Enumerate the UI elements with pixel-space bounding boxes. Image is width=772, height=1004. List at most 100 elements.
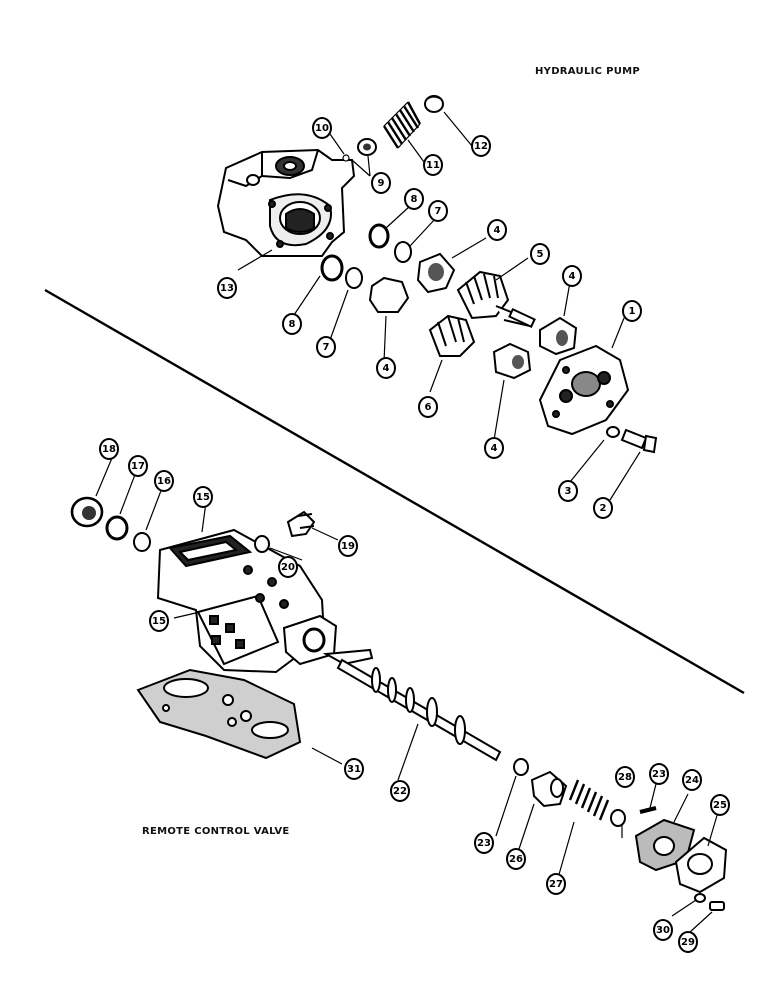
callout-circle — [506, 848, 526, 870]
callout-4: 4 — [487, 219, 507, 241]
callout-4: 4 — [562, 265, 582, 287]
callout-number: 10 — [315, 123, 329, 134]
callout-circle — [390, 780, 410, 802]
washer-cover — [694, 893, 706, 903]
callout-number: 8 — [289, 319, 296, 330]
leader-lines — [95, 111, 719, 933]
callout-number: 26 — [509, 854, 523, 865]
callout-20: 20 — [278, 556, 298, 578]
seal-ring-lower — [320, 254, 344, 282]
callout-number: 18 — [102, 444, 116, 455]
callout-number: 4 — [569, 271, 576, 282]
washer-spool — [513, 758, 529, 776]
callout-number: 24 — [685, 775, 699, 786]
ball — [342, 154, 350, 162]
callout-circle — [615, 766, 635, 788]
callout-number: 13 — [220, 283, 234, 294]
callout-circle — [376, 357, 396, 379]
callout-27: 27 — [546, 873, 566, 895]
callout-circle — [193, 486, 213, 508]
callout-circle — [649, 763, 669, 785]
callout-circle — [418, 396, 438, 418]
callout-circle — [312, 117, 332, 139]
title-hydraulic-pump: HYDRAULIC PUMP — [535, 66, 641, 77]
callout-1: 1 — [622, 300, 642, 322]
callout-circle — [217, 277, 237, 299]
callout-17: 17 — [128, 455, 148, 477]
callout-8: 8 — [404, 188, 424, 210]
bushing-valve — [530, 770, 568, 808]
callout-number: 22 — [393, 786, 407, 797]
callout-23: 23 — [649, 763, 669, 785]
callout-number: 15 — [152, 616, 166, 627]
callout-23: 23 — [474, 832, 494, 854]
fitting-washer — [254, 535, 270, 553]
callout-number: 8 — [411, 194, 418, 205]
callout-circle — [316, 336, 336, 358]
callout-25: 25 — [710, 794, 730, 816]
callout-22: 22 — [390, 780, 410, 802]
callout-number: 29 — [681, 937, 695, 948]
callout-9: 9 — [371, 172, 391, 194]
callout-circle — [562, 265, 582, 287]
callout-number: 5 — [537, 249, 544, 260]
callout-circle — [128, 455, 148, 477]
callout-circle — [154, 470, 174, 492]
callout-circle — [487, 219, 507, 241]
callout-circle — [338, 535, 358, 557]
callout-circle — [344, 758, 364, 780]
callout-7: 7 — [316, 336, 336, 358]
callout-number: 28 — [618, 772, 632, 783]
callout-number: 27 — [549, 879, 563, 890]
callout-19: 19 — [338, 535, 358, 557]
pin — [639, 806, 657, 814]
callout-number: 6 — [425, 402, 432, 413]
bolt-pump — [620, 428, 658, 454]
callout-30: 30 — [653, 919, 673, 941]
callout-15: 15 — [193, 486, 213, 508]
callout-number: 4 — [383, 363, 390, 374]
callout-number: 16 — [157, 476, 171, 487]
end-cover — [674, 836, 728, 894]
callout-circle — [622, 300, 642, 322]
title-remote-control-valve: REMOTE CONTROL VALVE — [142, 826, 290, 837]
bushing-left — [368, 276, 410, 313]
callout-circle — [678, 931, 698, 953]
valve-spring — [568, 779, 610, 821]
callout-26: 26 — [506, 848, 526, 870]
callout-circle — [653, 919, 673, 941]
callout-number: 7 — [323, 342, 330, 353]
washer-pump — [606, 426, 620, 438]
callout-10: 10 — [312, 117, 332, 139]
callout-circle — [404, 188, 424, 210]
callout-number: 19 — [341, 541, 355, 552]
callout-number: 7 — [435, 206, 442, 217]
callout-circle — [530, 243, 550, 265]
callout-circle — [546, 873, 566, 895]
callout-circle — [149, 610, 169, 632]
callout-13: 13 — [217, 277, 237, 299]
callout-number: 9 — [378, 178, 385, 189]
callout-circle — [710, 794, 730, 816]
driven-gear — [428, 314, 476, 357]
callout-29: 29 — [678, 931, 698, 953]
callout-number: 20 — [281, 562, 295, 573]
seal-large — [70, 496, 104, 528]
callout-number: 1 — [629, 306, 636, 317]
callout-circle — [484, 437, 504, 459]
callout-24: 24 — [682, 769, 702, 791]
callout-circle — [682, 769, 702, 791]
o-ring-lower — [345, 267, 363, 289]
bushing-lower — [492, 342, 532, 380]
callout-number: 12 — [474, 141, 488, 152]
pump-housing — [216, 148, 356, 257]
callout-circle — [278, 556, 298, 578]
plug — [424, 95, 444, 113]
callout-circle — [471, 135, 491, 157]
callout-layer: 1012119874513874146432181716151920152231… — [99, 117, 730, 953]
callout-number: 23 — [652, 769, 666, 780]
callout-number: 15 — [196, 492, 210, 503]
callout-number: 31 — [347, 764, 361, 775]
callout-5: 5 — [530, 243, 550, 265]
